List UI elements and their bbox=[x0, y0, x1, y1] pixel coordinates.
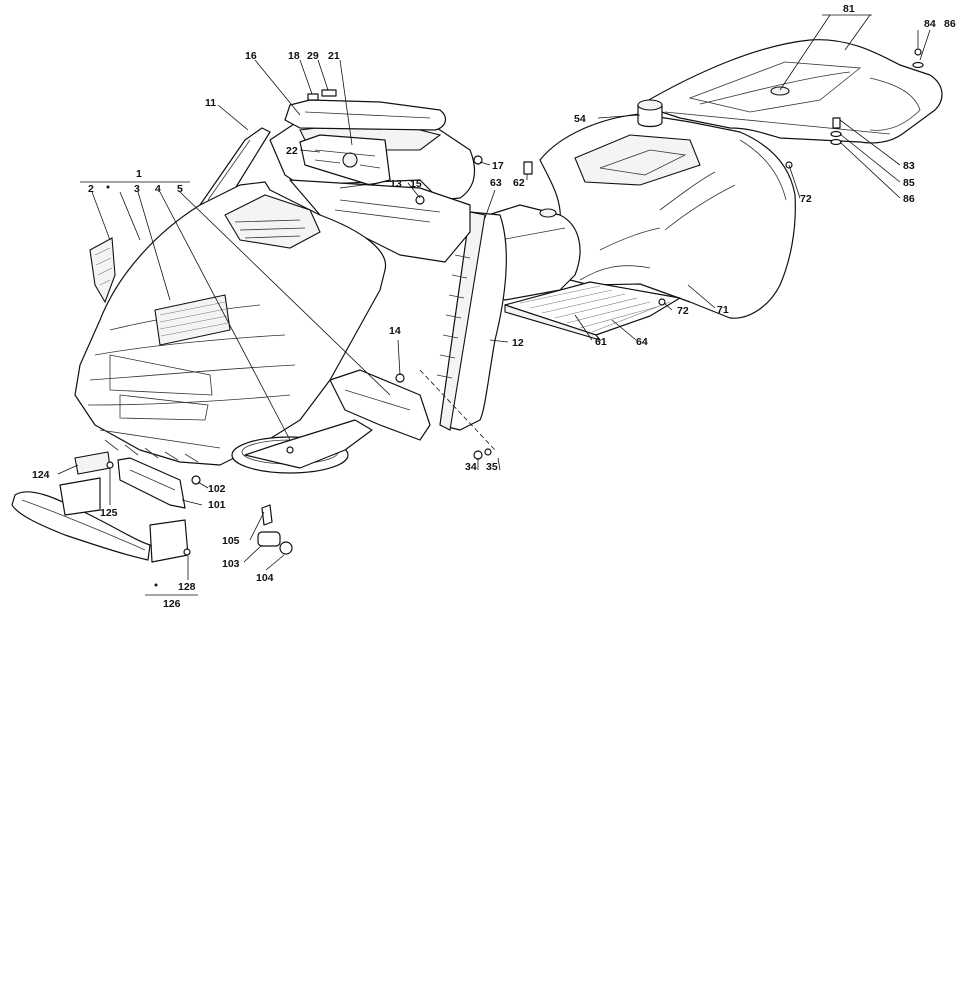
callout-labels: 1 2 3 4 5 11 16 18 29 21 22 13 15 17 62 … bbox=[32, 3, 956, 610]
callout-11: 11 bbox=[205, 97, 216, 109]
callout-104: 104 bbox=[256, 572, 274, 584]
callout-3: 3 bbox=[134, 183, 140, 195]
hood-1 bbox=[74, 181, 387, 466]
callout-2: 2 bbox=[88, 183, 94, 195]
callout-22: 22 bbox=[286, 145, 298, 157]
callout-4: 4 bbox=[155, 183, 161, 195]
dash-top-16 bbox=[284, 99, 447, 131]
callout-18: 18 bbox=[288, 50, 300, 62]
callout-126: 126 bbox=[163, 598, 181, 610]
callout-13: 13 bbox=[390, 178, 402, 190]
callout-83: 83 bbox=[903, 160, 915, 172]
lower-frame-panel bbox=[329, 369, 431, 441]
callout-128: 128 bbox=[178, 581, 196, 593]
callout-5: 5 bbox=[177, 183, 183, 195]
callout-105: 105 bbox=[222, 535, 240, 547]
footrest-mat-61-64 bbox=[504, 281, 681, 342]
callout-103: 103 bbox=[222, 558, 240, 570]
callout-84: 84 bbox=[924, 18, 936, 30]
callout-72-top: 72 bbox=[800, 193, 812, 205]
bumper-126 bbox=[11, 451, 189, 563]
callout-15: 15 bbox=[410, 178, 422, 190]
callout-72-bottom: 72 bbox=[677, 305, 689, 317]
callout-62: 62 bbox=[513, 177, 525, 189]
callout-61: 61 bbox=[595, 336, 607, 348]
callout-102: 102 bbox=[208, 483, 226, 495]
callout-12: 12 bbox=[512, 337, 524, 349]
callout-17: 17 bbox=[492, 160, 504, 172]
callout-86-bottom: 86 bbox=[903, 193, 915, 205]
callout-71: 71 bbox=[717, 304, 729, 316]
callout-21: 21 bbox=[328, 50, 340, 62]
callout-81: 81 bbox=[843, 3, 855, 15]
callout-54: 54 bbox=[574, 113, 586, 125]
bracket-101 bbox=[117, 457, 186, 509]
callout-34: 34 bbox=[465, 461, 477, 473]
fuel-tank bbox=[487, 204, 581, 301]
callout-85: 85 bbox=[903, 177, 915, 189]
callout-86-top: 86 bbox=[944, 18, 956, 30]
rear-fender-81 bbox=[639, 39, 943, 144]
callout-1: 1 bbox=[136, 168, 142, 180]
callout-124: 124 bbox=[32, 469, 50, 481]
callout-125: 125 bbox=[100, 507, 118, 519]
clip-18-29 bbox=[307, 89, 337, 101]
fuel-cap-54 bbox=[637, 99, 663, 128]
panel-22 bbox=[299, 134, 391, 186]
base-disc bbox=[231, 419, 373, 474]
side-panel-12 bbox=[436, 211, 507, 431]
ignition-switch-103 bbox=[257, 504, 293, 555]
callout-16: 16 bbox=[245, 50, 257, 62]
callout-14: 14 bbox=[389, 325, 401, 337]
callout-101: 101 bbox=[208, 499, 226, 511]
callout-29: 29 bbox=[307, 50, 319, 62]
callout-64: 64 bbox=[636, 336, 648, 348]
callout-63: 63 bbox=[490, 177, 502, 189]
leader-lines bbox=[57, 14, 931, 596]
callout-35: 35 bbox=[486, 461, 498, 473]
